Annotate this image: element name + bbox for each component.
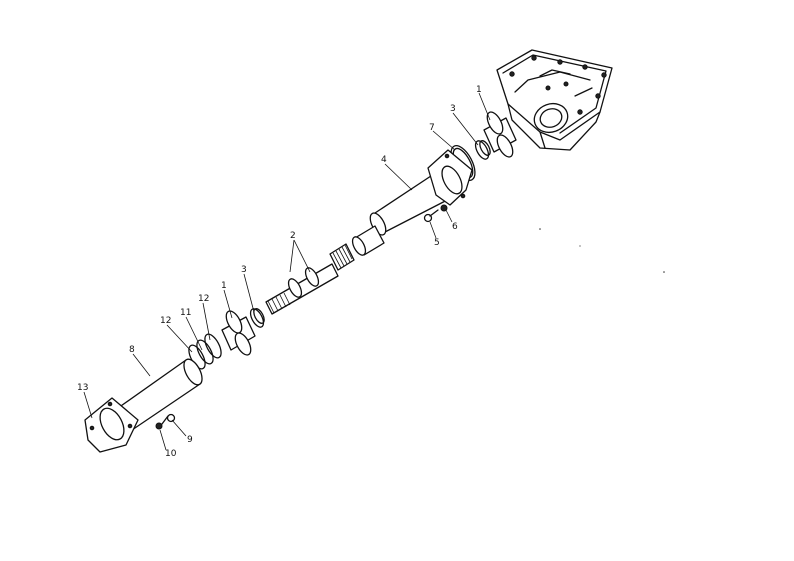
bolt-9 [161,413,176,425]
label-1-mid: 1 [221,281,227,291]
label-12-a: 12 [160,316,171,326]
label-12-b: 12 [198,294,209,304]
gearbox-housing [496,49,613,151]
label-3-top: 3 [450,104,456,114]
scan-specks [539,228,665,273]
label-3-mid: 3 [241,265,247,275]
callout-labels: 1 3 7 4 6 5 2 3 1 12 11 12 8 13 9 10 [77,85,482,459]
washer-6 [440,204,448,212]
sleeve [351,225,385,256]
snap-ring-mid [249,308,265,328]
bearing-mid [221,310,256,356]
label-8: 8 [129,345,135,355]
bearing-upper [483,111,517,158]
bolt-5 [423,209,439,223]
end-flange [84,397,139,453]
label-10: 10 [165,449,177,459]
label-4: 4 [381,155,387,165]
ring-11 [196,339,214,365]
label-5: 5 [434,238,440,248]
label-2: 2 [290,231,296,241]
label-9: 9 [187,435,193,445]
ring-12-b [204,333,222,359]
flanged-tube [369,149,473,236]
label-13: 13 [77,383,88,393]
washer-10 [155,422,163,430]
label-7: 7 [429,123,435,133]
needle-bearing [329,243,355,271]
label-11: 11 [180,308,191,318]
label-1-top: 1 [476,85,482,95]
shaft [265,263,339,315]
leader-lines [83,92,491,451]
label-6: 6 [452,222,458,232]
snap-ring-upper [474,140,491,160]
